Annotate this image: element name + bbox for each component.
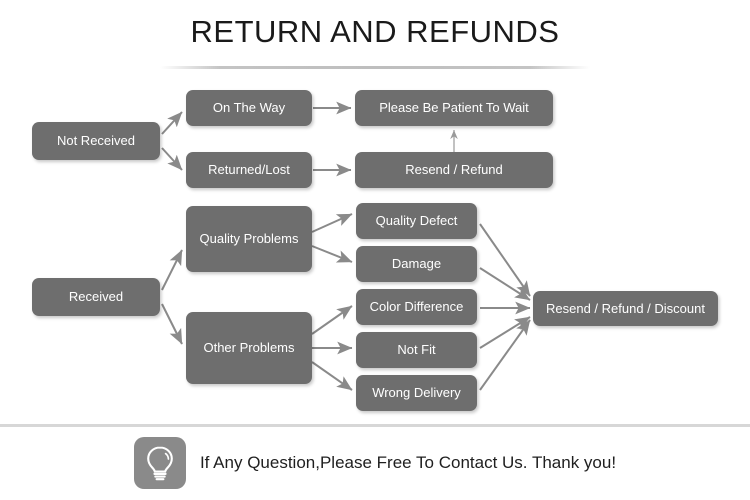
node-resend-refund-discount[interactable]: Resend / Refund / Discount: [533, 291, 718, 326]
edge-notreceived-returned: [161, 147, 183, 171]
node-color-difference[interactable]: Color Difference: [356, 289, 477, 325]
title-divider: [160, 66, 590, 69]
edge-received-quality: [161, 249, 183, 291]
node-on-the-way[interactable]: On The Way: [186, 90, 312, 126]
node-label: Quality Problems: [199, 231, 299, 247]
page-title: RETURN AND REFUNDS: [190, 14, 560, 49]
edge-quality-damage: [311, 245, 353, 263]
edge-damage-final: [479, 267, 531, 301]
footer-text: If Any Question,Please Free To Contact U…: [199, 453, 617, 472]
node-label: Resend / Refund: [405, 162, 503, 178]
node-label: Damage: [391, 256, 442, 272]
node-received[interactable]: Received: [32, 278, 160, 316]
node-label: Wrong Delivery: [372, 385, 461, 401]
node-other-problems[interactable]: Other Problems: [186, 312, 312, 384]
edge-defect-final: [479, 223, 531, 297]
node-not-received[interactable]: Not Received: [32, 122, 160, 160]
node-label: Returned/Lost: [208, 162, 290, 178]
edge-received-other: [161, 303, 183, 345]
lightbulb-icon: [133, 437, 186, 489]
footer: If Any Question,Please Free To Contact U…: [0, 432, 750, 494]
node-returned-lost[interactable]: Returned/Lost: [186, 152, 312, 188]
node-label: Not Received: [56, 133, 136, 149]
edge-notfit-final: [479, 316, 531, 349]
node-not-fit[interactable]: Not Fit: [356, 332, 477, 368]
node-label: Other Problems: [203, 340, 295, 356]
node-label: Quality Defect: [375, 213, 458, 229]
node-wrong-delivery[interactable]: Wrong Delivery: [356, 375, 477, 411]
edge-other-wrong: [311, 361, 353, 391]
node-damage[interactable]: Damage: [356, 246, 477, 282]
edge-wrong-final: [479, 319, 531, 391]
node-quality-defect[interactable]: Quality Defect: [356, 203, 477, 239]
node-resend-refund[interactable]: Resend / Refund: [355, 152, 553, 188]
node-label: Color Difference: [369, 299, 464, 315]
edge-other-color: [311, 305, 353, 335]
node-label: Resend / Refund / Discount: [546, 300, 705, 316]
node-label: Not Fit: [397, 342, 436, 358]
node-label: On The Way: [212, 100, 286, 116]
edge-quality-defect: [311, 213, 353, 233]
node-label: Please Be Patient To Wait: [379, 100, 529, 116]
node-please-be-patient-to-wait[interactable]: Please Be Patient To Wait: [355, 90, 553, 126]
footer-divider: [0, 424, 750, 427]
edge-notreceived-onway: [161, 111, 183, 135]
node-label: Received: [68, 289, 124, 305]
node-quality-problems[interactable]: Quality Problems: [186, 206, 312, 272]
